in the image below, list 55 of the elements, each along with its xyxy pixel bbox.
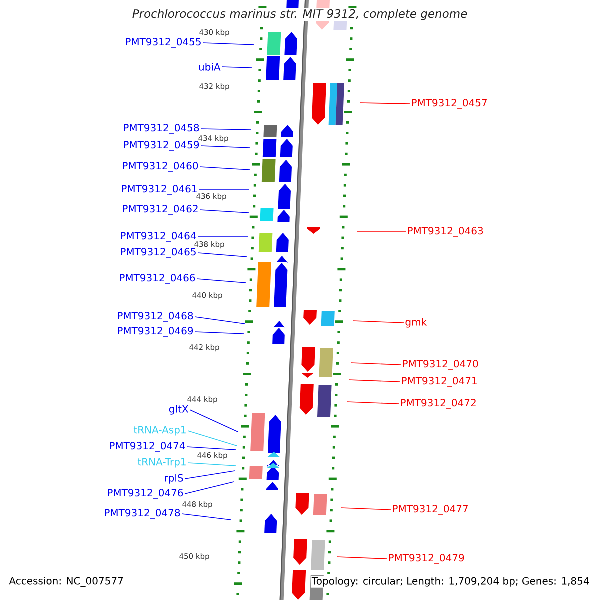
gene-label: PMT9312_0455 (126, 38, 201, 48)
leader-line (200, 146, 250, 148)
gene-label: PMT9312_0466 (120, 274, 196, 284)
leader-line (194, 332, 244, 334)
gene-label: PMT9312_0469 (118, 327, 194, 337)
gene-label: PMT9312_0470 (403, 360, 478, 370)
gene-label: PMT9312_0459 (124, 141, 200, 151)
gene-label: PMT9312_0479 (389, 554, 464, 564)
leader-line (200, 166, 250, 170)
gene-label: PMT9312_0463 (408, 227, 484, 237)
leader-line (200, 128, 252, 130)
leader-line (190, 410, 238, 432)
gene-label: PMT9312_0468 (118, 312, 194, 322)
gene-label: PMT9312_0465 (121, 248, 196, 258)
gene-label: PMT9312_0471 (402, 377, 477, 387)
gene-label: rplS (165, 474, 184, 484)
leader-line (360, 102, 410, 104)
leader-line (352, 320, 404, 324)
gene-label: PMT9312_0460 (123, 162, 198, 172)
leader-line (184, 482, 234, 494)
leader-line (182, 514, 232, 520)
genome-info-label: Topology: circular; Length: 1,709,204 bp; Genes: 1,854 (310, 576, 591, 588)
gene-label: tRNA-Trp1 (138, 458, 186, 468)
gene-label: PMT9312_0477 (393, 505, 468, 515)
leader-line (198, 252, 248, 258)
leader-line (350, 362, 402, 366)
leader-line (202, 42, 256, 46)
gene-label: PMT9312_0478 (105, 509, 180, 519)
leader-line (188, 462, 236, 466)
gene-label: gltX (169, 405, 188, 415)
gene-label: PMT9312_0457 (412, 99, 487, 109)
gene-label: tRNA-Asp1 (134, 426, 186, 436)
leader-line (340, 508, 392, 510)
gene-label: PMT9312_0461 (122, 185, 197, 195)
gene-label: PMT9312_0462 (123, 205, 198, 215)
leader-line (186, 446, 236, 450)
gene-label: ubiA (199, 63, 221, 71)
leader-line (184, 470, 236, 480)
leader-line (200, 210, 250, 214)
leader-line (336, 556, 388, 560)
leader-line (194, 316, 246, 324)
gene-label: PMT9312_0472 (401, 399, 476, 409)
leader-line (348, 380, 400, 382)
leader-line (196, 278, 246, 284)
gene-label: PMT9312_0464 (121, 232, 196, 242)
leader-line (346, 402, 400, 404)
gene-label: PMT9312_0458 (124, 124, 200, 134)
leader-line (188, 430, 238, 446)
gene-label: PMT9312_0476 (108, 489, 184, 499)
gene-label: PMT9312_0474 (110, 442, 186, 452)
leader-line (222, 66, 252, 68)
leader-line (198, 236, 248, 238)
title: Prochlorococcus marinus str. MIT 9312, complete genome (131, 8, 469, 22)
gene-label: gmk (406, 318, 428, 328)
accession-label: Accession: NC_007577 (9, 577, 124, 587)
